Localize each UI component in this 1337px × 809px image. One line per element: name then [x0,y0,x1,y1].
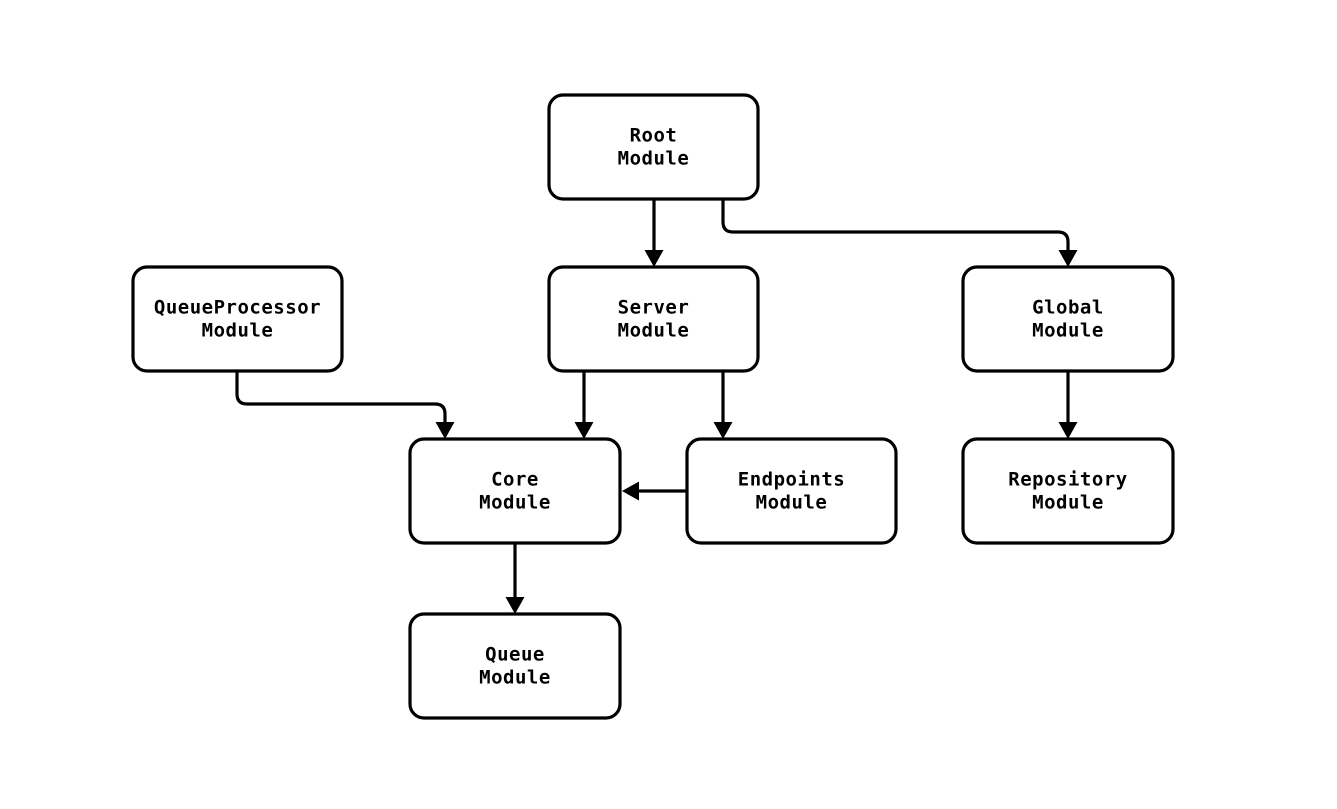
arrowhead-icon [713,422,733,439]
node-box[interactable] [131,265,344,373]
node-label-line2: Module [1032,492,1104,514]
edge-queueprocessor-to-core [235,371,455,439]
arrowhead-icon [574,422,594,439]
node-label-line2: Module [618,320,690,342]
edge-line [721,199,1070,255]
arrowhead-icon [1058,422,1078,439]
node-box[interactable] [961,265,1175,373]
arrowhead-icon [644,250,664,267]
node-label-line1: Server [618,297,690,319]
node-label-line2: Module [756,492,828,514]
node-box[interactable] [685,437,898,545]
node-label-line2: Module [479,667,551,689]
node-box[interactable] [547,265,760,373]
node-label-line2: Module [479,492,551,514]
arrowhead-icon [1058,250,1078,267]
node-label-line1: Repository [1008,469,1127,491]
node-box[interactable] [547,93,760,201]
node-label-line1: QueueProcessor [154,297,321,319]
arrowhead-icon [505,597,525,614]
node-box[interactable] [408,437,622,545]
edge-root-to-server [644,199,664,267]
node-label-line1: Queue [485,644,545,666]
edge-root-to-global [721,199,1078,267]
edge-endpoints-to-core [622,481,687,501]
node-box[interactable] [408,612,622,720]
node-label-line1: Core [491,469,539,491]
edge-core-to-queue [505,543,525,614]
edge-line [235,371,447,427]
node-box[interactable] [961,437,1175,545]
node-label-line2: Module [1032,320,1104,342]
node-label-line2: Module [618,148,690,170]
arrowhead-icon [435,422,455,439]
arrowhead-icon [622,481,639,501]
node-label-line1: Root [630,125,678,147]
node-label-line1: Global [1032,297,1104,319]
nodes-layer: RootModuleQueueProcessorModuleServerModu… [131,93,1175,720]
node-label-line1: Endpoints [738,469,845,491]
node-label-line2: Module [202,320,274,342]
edge-server-to-core [574,371,594,439]
edge-server-to-endpoints [713,371,733,439]
edges-layer [235,199,1078,614]
edge-global-to-repository [1058,371,1078,439]
